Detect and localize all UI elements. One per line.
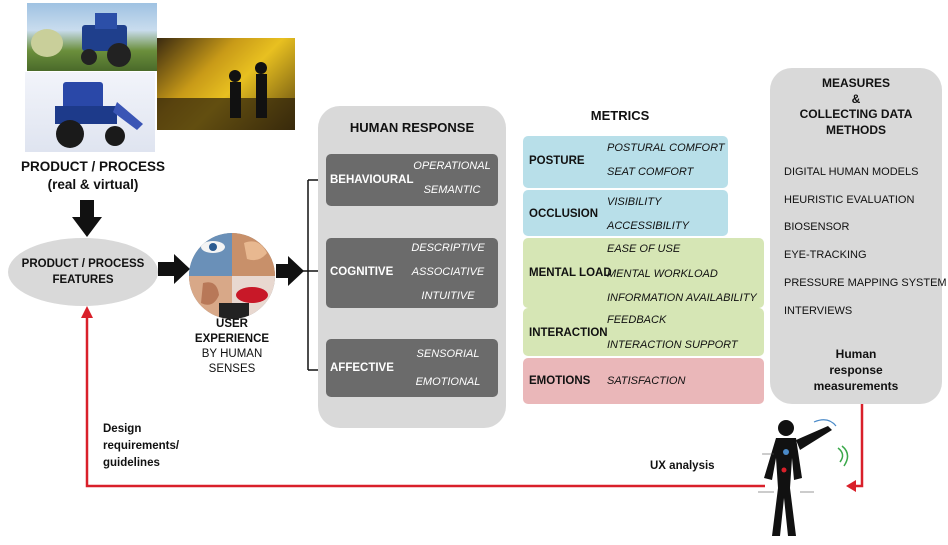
product-features-ellipse: PRODUCT / PROCESS FEATURES: [8, 238, 158, 306]
metric-occlusion: OCCLUSION VISIBILITY ACCESSIBILITY: [523, 190, 728, 236]
measure-item-3: BIOSENSOR: [784, 221, 850, 233]
measure-item-5: PRESSURE MAPPING SYSTEM: [784, 277, 947, 289]
measures-title-line4: METHODS: [826, 122, 886, 137]
measures-panel: [770, 68, 942, 404]
interaction-label: INTERACTION: [529, 327, 608, 339]
behavioural-label: BEHAVIOURAL: [330, 174, 414, 186]
product-title-line1: PRODUCT / PROCESS: [20, 159, 166, 174]
human-response-title: HUMAN RESPONSE: [349, 120, 475, 135]
harvester-photo: [157, 38, 295, 130]
arrow-to-response-shaft: [276, 264, 290, 278]
cognitive-item-1: DESCRIPTIVE: [411, 242, 485, 254]
cognitive-item-3: INTUITIVE: [421, 290, 475, 302]
user-experience-label: USER EXPERIENCE BY HUMAN SENSES: [180, 317, 284, 377]
tractor-icon: [31, 13, 131, 67]
occlusion-label: OCCLUSION: [529, 208, 598, 220]
metrics-title: METRICS: [590, 108, 650, 123]
affective-box: AFFECTIVE SENSORIAL EMOTIONAL: [326, 339, 498, 397]
measures-title-line2: &: [851, 91, 861, 106]
posture-label: POSTURE: [529, 155, 585, 167]
affective-label: AFFECTIVE: [330, 362, 394, 374]
measure-item-1: DIGITAL HUMAN MODELS: [784, 166, 919, 178]
down-arrow-shaft: [80, 200, 94, 218]
occlusion-item-1: VISIBILITY: [607, 196, 662, 208]
measures-footer-line3: measurements: [813, 379, 899, 393]
ux-line3: BY HUMAN: [201, 348, 263, 360]
ux-line4: SENSES: [208, 363, 256, 375]
mental-load-item-2: MENTAL WORKLOAD: [607, 268, 718, 280]
metric-mental-load: MENTAL LOAD EASE OF USE MENTAL WORKLOAD …: [523, 238, 764, 308]
tractor-loader-render: [25, 72, 155, 152]
ux-line1: USER: [216, 318, 248, 330]
workers-icon: [157, 62, 295, 130]
emotions-label: EMOTIONS: [529, 375, 591, 387]
design-line2: requirements/: [103, 440, 180, 452]
cognitive-box: COGNITIVE DESCRIPTIVE ASSOCIATIVE INTUIT…: [326, 238, 498, 308]
posture-item-2: SEAT COMFORT: [607, 166, 694, 178]
interaction-item-1: FEEDBACK: [607, 314, 667, 326]
posture-item-1: POSTURAL COMFORT: [607, 142, 725, 154]
product-title: PRODUCT / PROCESS (real & virtual): [8, 158, 178, 194]
design-requirements-label: Design requirements/ guidelines: [103, 421, 179, 472]
cognitive-label: COGNITIVE: [330, 266, 394, 278]
interaction-item-2: INTERACTION SUPPORT: [607, 339, 738, 351]
arrow-to-response-head: [288, 256, 304, 286]
measure-item-2: HEURISTIC EVALUATION: [784, 194, 915, 206]
design-line1: Design: [103, 423, 142, 435]
product-title-line2: (real & virtual): [47, 177, 139, 192]
measures-title: MEASURES & COLLECTING DATA METHODS: [770, 76, 942, 138]
tractor-render-icon: [55, 82, 143, 148]
measure-item-4: EYE-TRACKING: [784, 249, 867, 261]
mental-load-item-3: INFORMATION AVAILABILITY: [607, 292, 757, 304]
arrow-to-senses-head: [174, 254, 190, 284]
measures-title-line3: COLLECTING DATA: [799, 107, 913, 121]
behavioural-box: BEHAVIOURAL OPERATIONAL SEMANTIC: [326, 154, 498, 206]
metric-posture: POSTURE POSTURAL COMFORT SEAT COMFORT: [523, 136, 728, 188]
behavioural-item-1: OPERATIONAL: [413, 160, 491, 172]
affective-item-2: EMOTIONAL: [415, 376, 481, 388]
ux-analysis-label: UX analysis: [650, 460, 715, 472]
arrow-into-figure: [846, 480, 856, 492]
measures-footer-line1: Human: [835, 347, 877, 361]
behavioural-item-2: SEMANTIC: [423, 184, 481, 196]
human-sensor-figure: [758, 419, 849, 536]
features-line1: PRODUCT / PROCESS: [21, 258, 145, 270]
arrow-to-features: [81, 306, 93, 318]
occlusion-item-2: ACCESSIBILITY: [607, 220, 689, 232]
metric-interaction: INTERACTION FEEDBACK INTERACTION SUPPORT: [523, 308, 764, 356]
mental-load-label: MENTAL LOAD: [529, 267, 612, 279]
emotions-item-1: SATISFACTION: [607, 375, 686, 387]
mental-load-item-1: EASE OF USE: [607, 243, 681, 255]
affective-item-1: SENSORIAL: [416, 348, 480, 360]
measures-title-line1: MEASURES: [821, 76, 890, 90]
cognitive-item-2: ASSOCIATIVE: [411, 266, 485, 278]
ux-line2: EXPERIENCE: [194, 333, 270, 345]
measures-footer: Human response measurements: [770, 346, 942, 394]
senses-circle: [189, 233, 275, 319]
measure-item-6: INTERVIEWS: [784, 305, 853, 317]
tractor-photo-top: [27, 3, 157, 71]
measures-footer-line2: response: [829, 363, 883, 377]
down-arrow-head: [72, 217, 102, 237]
design-line3: guidelines: [103, 457, 160, 469]
arrow-to-senses-shaft: [158, 262, 176, 276]
metric-emotions: EMOTIONS SATISFACTION: [523, 358, 764, 404]
features-line2: FEATURES: [52, 274, 114, 286]
